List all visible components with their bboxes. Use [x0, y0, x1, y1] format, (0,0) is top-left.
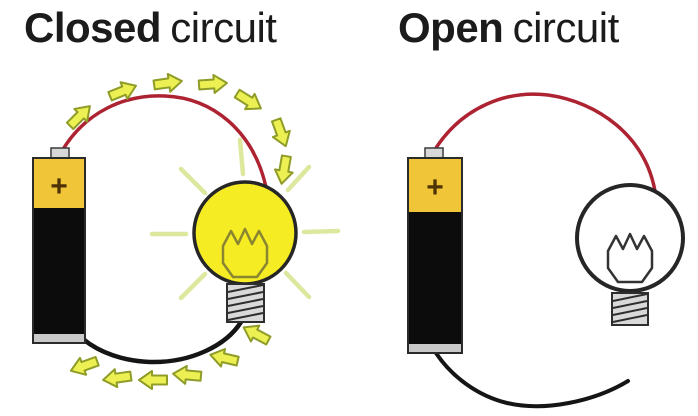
current-arrow-icon	[138, 370, 168, 390]
light-ray-icon	[285, 164, 312, 193]
closed-title-regular: circuit	[170, 4, 277, 51]
current-arrow-icon	[266, 115, 296, 151]
battery-open: +	[407, 147, 463, 354]
battery-plus-label: +	[50, 170, 68, 203]
open-circuit-panel: +	[407, 92, 685, 409]
negative-wire-open-disconnected	[434, 351, 630, 409]
battery-negative-cap	[33, 334, 85, 343]
current-arrow-icon	[66, 351, 102, 381]
positive-wire-closed	[60, 94, 268, 189]
light-ray-icon	[178, 166, 208, 196]
battery-outline	[32, 157, 86, 344]
current-arrow-icon	[271, 153, 297, 187]
positive-wire-open	[432, 92, 657, 193]
closed-title-bold: Closed	[24, 4, 162, 51]
battery-positive-cap	[33, 158, 85, 208]
current-arrow-icon	[100, 366, 134, 390]
battery-negative-cap	[408, 344, 462, 353]
light-ray-icon	[301, 228, 341, 235]
negative-wire-closed	[80, 319, 244, 365]
battery-body	[33, 208, 85, 334]
bulb-lit	[192, 180, 298, 323]
light-ray-icon	[283, 270, 312, 300]
screw-thread-lines	[227, 284, 264, 321]
open-title-regular: circuit	[512, 4, 620, 51]
battery-outline	[407, 157, 463, 354]
bulb-glass-unlit	[575, 183, 685, 293]
current-arrow-icon	[231, 84, 267, 118]
battery-plus-label: +	[426, 171, 444, 204]
open-title-bold: Open	[398, 4, 504, 51]
battery-terminal	[50, 147, 70, 159]
battery-positive-cap	[408, 158, 462, 212]
light-ray-icon	[178, 271, 208, 301]
screw-thread-lines	[612, 293, 648, 323]
battery-closed: +	[32, 147, 86, 344]
light-ray-icon	[237, 137, 246, 177]
closed-circuit-panel: +	[32, 71, 341, 390]
light-rays	[149, 137, 341, 301]
battery-body	[408, 212, 462, 344]
bulb-unlit	[575, 183, 685, 326]
current-arrow-icon	[197, 73, 229, 95]
bulb-filament	[606, 232, 654, 284]
current-arrow-icon	[171, 363, 203, 387]
battery-terminal	[424, 147, 444, 159]
bulb-glass-lit	[192, 180, 298, 286]
current-arrow-icon	[151, 71, 185, 95]
current-arrow-icon	[238, 318, 274, 350]
bulb-filament	[221, 227, 269, 279]
